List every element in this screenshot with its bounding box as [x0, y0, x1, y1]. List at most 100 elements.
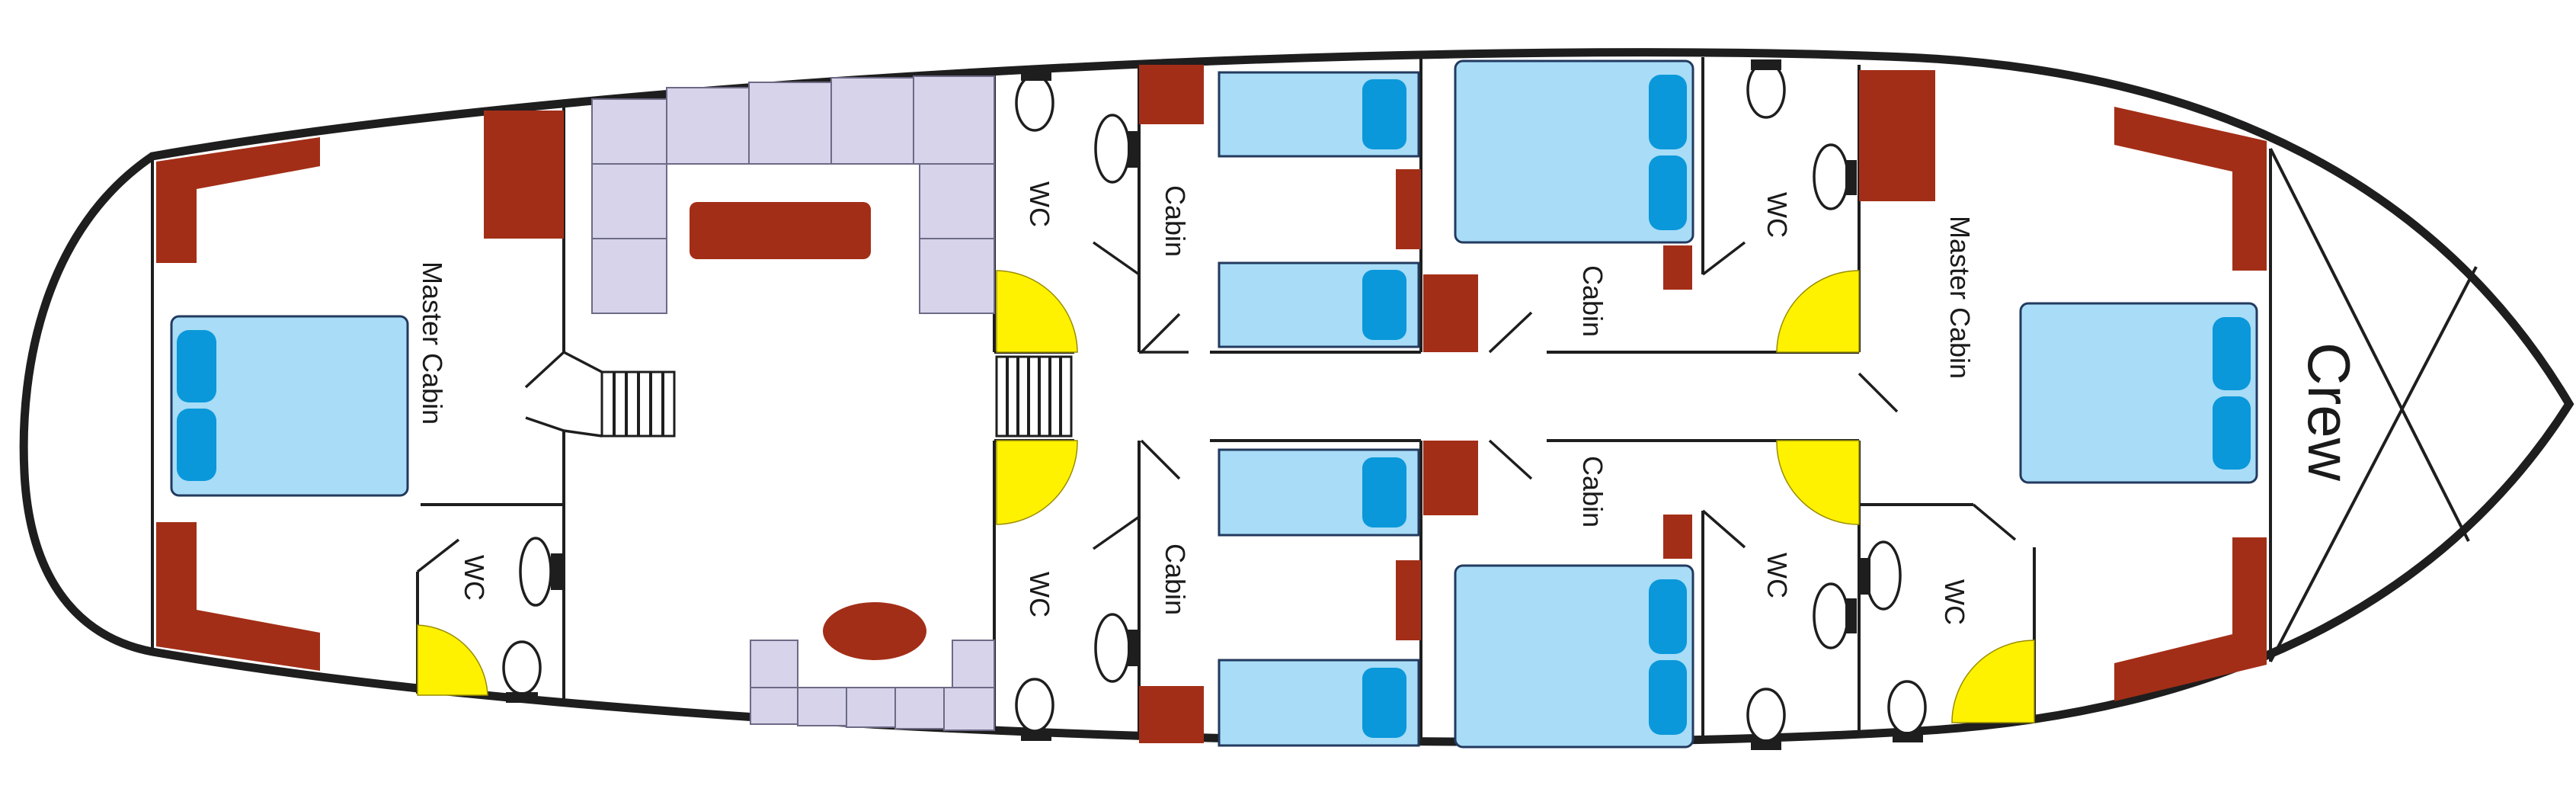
wc-door[interactable]	[1701, 241, 1746, 276]
upper-settee	[591, 75, 995, 314]
corner-locker-top	[2114, 107, 2267, 271]
cabin-2-upper-label: Cabin	[1577, 265, 1608, 337]
wc-1-upper: WC	[996, 70, 1141, 353]
center-stairs	[995, 355, 1073, 438]
toilet-tank	[506, 692, 538, 703]
cabin-door[interactable]	[1488, 439, 1533, 480]
stairs-aft	[524, 351, 676, 438]
nightstand	[1396, 169, 1421, 249]
wardrobe	[1859, 70, 1935, 201]
washbasin-tap	[1128, 630, 1139, 666]
master-cabin-aft-label: Master Cabin	[417, 261, 448, 425]
toilet-tank	[1751, 739, 1781, 750]
wardrobe	[484, 111, 564, 239]
shower	[1951, 640, 2035, 723]
wc-2-lower: WC	[1701, 440, 1860, 750]
toilet-tank	[1751, 59, 1781, 70]
wc-door[interactable]	[1092, 241, 1141, 276]
washbasin-icon	[1813, 582, 1849, 649]
cabin-1-lower: Cabin	[1139, 439, 1421, 747]
cabin-door[interactable]	[1858, 372, 1899, 413]
wc-1-upper-label: WC	[1024, 181, 1055, 227]
pillow	[1362, 270, 1406, 340]
cabin-door[interactable]	[1488, 311, 1533, 354]
wc-door[interactable]	[416, 538, 460, 573]
wardrobe	[1423, 441, 1478, 515]
fwd-wc: WC	[1859, 503, 2035, 742]
washbasin-tap	[1859, 558, 1870, 595]
cabin-2-lower-label: Cabin	[1577, 456, 1608, 527]
pillow	[1362, 457, 1406, 527]
double-bed[interactable]	[170, 315, 409, 497]
wardrobe	[1423, 274, 1478, 352]
wardrobe	[1139, 65, 1204, 124]
double-bed[interactable]	[2019, 302, 2258, 484]
nightstand	[1663, 245, 1692, 290]
wc-1-lower-label: WC	[1024, 572, 1055, 617]
corner-locker-bottom	[156, 522, 320, 671]
shower	[1776, 440, 1860, 525]
salon-round-table[interactable]	[823, 602, 926, 660]
wc-fwd-label: WC	[1939, 579, 1970, 625]
toilet-tank	[1893, 732, 1923, 742]
crew-label: Crew	[2296, 342, 2363, 482]
wardrobe	[1139, 686, 1204, 743]
toilet-icon	[1015, 678, 1054, 733]
cabin-door[interactable]	[1140, 313, 1181, 354]
nightstand	[1396, 560, 1421, 640]
washbasin-tap	[1128, 131, 1139, 168]
shower	[1776, 270, 1860, 353]
wc-door[interactable]	[1092, 515, 1141, 550]
washbasin-icon	[519, 537, 552, 607]
lower-settee	[750, 640, 995, 731]
toilet-tank	[1021, 70, 1051, 81]
pillow	[1649, 156, 1687, 230]
pillow	[1649, 660, 1687, 735]
cabin-2-upper: Cabin	[1423, 59, 1694, 354]
wc-1-lower: WC	[996, 440, 1141, 741]
salon-table[interactable]	[690, 202, 871, 259]
washbasin-icon	[1865, 540, 1902, 611]
washbasin-icon	[1094, 613, 1131, 683]
toilet-icon	[1887, 680, 1927, 735]
pillow	[1649, 75, 1687, 149]
fwd-master-cabin: Master Cabin	[1858, 70, 2267, 701]
wc-2-lower-label: WC	[1762, 553, 1793, 598]
salon	[524, 75, 995, 731]
washbasin-icon	[1094, 114, 1131, 184]
corner-locker-top	[156, 137, 320, 263]
toilet-icon	[1746, 688, 1786, 742]
crew-diagonal-b	[2269, 266, 2478, 662]
wc-2-upper: WC	[1701, 59, 1860, 353]
toilet-tank	[1021, 730, 1051, 741]
washbasin-icon	[1813, 143, 1849, 210]
double-bed[interactable]	[1454, 564, 1694, 749]
pillow	[1649, 579, 1687, 654]
aft-master-cabin: Master Cabin	[156, 111, 564, 671]
washbasin-tap	[1845, 598, 1857, 633]
cabin-1-upper-label: Cabin	[1160, 185, 1191, 257]
wc-door[interactable]	[1972, 503, 2017, 541]
washbasin-tap	[551, 553, 563, 590]
cabin-2-lower: Cabin	[1423, 439, 1694, 749]
wc-2-upper-label: WC	[1762, 192, 1793, 238]
double-bed[interactable]	[1454, 59, 1694, 244]
pillow	[2213, 317, 2251, 390]
master-cabin-fwd-label: Master Cabin	[1944, 216, 1976, 379]
shower	[417, 624, 488, 696]
toilet-icon	[502, 640, 542, 695]
washbasin-tap	[1845, 160, 1857, 195]
shower	[996, 440, 1078, 525]
crew-diagonal-a	[2269, 148, 2470, 542]
cabin-1-upper: Cabin	[1139, 65, 1421, 354]
cabin-door[interactable]	[1140, 439, 1181, 480]
aft-wc: WC	[416, 537, 563, 703]
pillow	[2213, 396, 2251, 470]
toilet-icon	[1746, 61, 1786, 119]
shower	[996, 270, 1078, 353]
pillow	[177, 409, 216, 481]
pillow	[1362, 79, 1406, 149]
wc-aft-label: WC	[459, 555, 490, 601]
wc-door[interactable]	[1701, 509, 1746, 549]
pillow	[177, 330, 216, 402]
